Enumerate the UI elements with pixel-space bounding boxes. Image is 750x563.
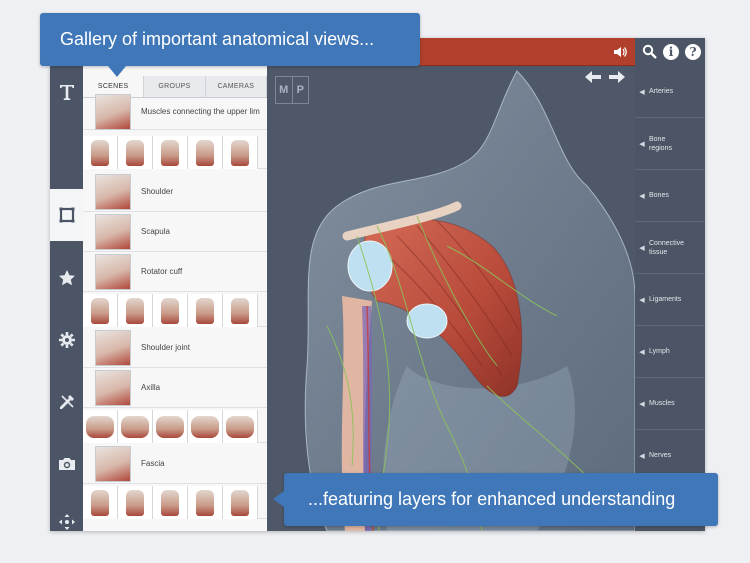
layer-label: Connective tissue <box>649 239 685 256</box>
layer-thumbnail-strip <box>83 294 267 327</box>
layer-thumbnail[interactable] <box>188 486 223 519</box>
layer-thumbnail[interactable] <box>83 486 118 519</box>
layer-bone-regions[interactable]: ◀ Bone regions <box>635 118 705 170</box>
layer-thumbnail[interactable] <box>83 136 118 169</box>
scene-label: Shoulder <box>141 187 174 196</box>
arrow-right-icon[interactable] <box>609 70 625 87</box>
scene-thumbnail <box>95 94 131 130</box>
layer-label: Arteries <box>649 88 674 95</box>
layer-label: Ligaments <box>649 296 682 303</box>
gallery-frame-icon[interactable] <box>50 189 83 241</box>
layer-thumbnail[interactable] <box>153 294 188 327</box>
layer-ligaments[interactable]: ◀ Ligaments <box>635 274 705 326</box>
scene-item[interactable]: Scapula <box>83 212 267 252</box>
anatomy-viewport[interactable]: M P <box>267 66 635 531</box>
app-window: i ? SCENES GROUPS CAMERAS <box>50 38 705 531</box>
camera-icon[interactable] <box>50 438 83 490</box>
scene-label: Axilla <box>141 383 161 392</box>
scene-thumbnail <box>95 446 131 482</box>
scene-item[interactable]: Shoulder joint <box>83 328 267 368</box>
layer-thumbnail[interactable] <box>83 410 118 443</box>
scene-label: Shoulder joint <box>141 343 190 352</box>
layer-lymph[interactable]: ◀ Lymph <box>635 326 705 378</box>
move-icon[interactable] <box>50 496 83 531</box>
chevron-left-icon: ◀ <box>639 192 645 200</box>
layer-label: Bones <box>649 192 669 199</box>
callout-layers: ...featuring layers for enhanced underst… <box>273 473 718 526</box>
chevron-left-icon: ◀ <box>639 140 645 148</box>
star-icon[interactable] <box>50 252 83 304</box>
layer-connective-tissue[interactable]: ◀ Connective tissue <box>635 222 705 274</box>
callout-gallery: Gallery of important anatomical views... <box>40 13 420 77</box>
layer-thumbnail[interactable] <box>118 486 153 519</box>
tab-groups[interactable]: GROUPS <box>144 76 206 97</box>
layer-thumbnail-strip <box>83 410 267 443</box>
gallery-panel: SCENES GROUPS CAMERAS Muscles connecting… <box>83 66 267 531</box>
dissect-tool-icon[interactable] <box>50 376 83 428</box>
scene-label: Scapula <box>141 227 170 236</box>
layer-thumbnail[interactable] <box>188 136 223 169</box>
scene-item[interactable]: Muscles connecting the upper lim <box>83 94 267 130</box>
scene-label: Fascia <box>141 459 165 468</box>
layer-label: Bone regions <box>649 135 672 152</box>
gallery-tabs: SCENES GROUPS CAMERAS <box>83 76 267 98</box>
layer-thumbnail[interactable] <box>118 136 153 169</box>
layer-thumbnail[interactable] <box>223 136 258 169</box>
layer-thumbnail[interactable] <box>223 410 258 443</box>
scene-thumbnail <box>95 330 131 366</box>
scene-thumbnail <box>95 370 131 406</box>
layer-arteries[interactable]: ◀ Arteries <box>635 66 705 118</box>
scene-item[interactable]: Rotator cuff <box>83 252 267 292</box>
tab-cameras[interactable]: CAMERAS <box>205 76 267 97</box>
layer-label: Lymph <box>649 348 670 355</box>
arrow-left-icon[interactable] <box>585 70 601 87</box>
layer-label: Nerves <box>649 452 672 459</box>
shoulder-3d-model <box>304 70 635 531</box>
scene-label: Rotator cuff <box>141 267 183 276</box>
layer-thumbnail[interactable] <box>153 486 188 519</box>
layer-thumbnail[interactable] <box>188 410 223 443</box>
scene-item[interactable]: Fascia <box>83 444 267 484</box>
tab-scenes[interactable]: SCENES <box>83 76 145 97</box>
layer-thumbnail[interactable] <box>153 136 188 169</box>
layer-thumbnail[interactable] <box>153 410 188 443</box>
gear-icon[interactable] <box>50 314 83 366</box>
scene-thumbnail <box>95 174 131 210</box>
layer-thumbnail[interactable] <box>118 410 153 443</box>
mp-logo: M P <box>275 76 309 104</box>
layer-thumbnail-strip <box>83 486 267 519</box>
help-icon[interactable]: ? <box>683 42 703 62</box>
chevron-left-icon: ◀ <box>639 452 645 460</box>
chevron-left-icon: ◀ <box>639 400 645 408</box>
logo-letter-p: P <box>296 84 304 96</box>
left-toolbar <box>50 66 83 531</box>
chevron-left-icon: ◀ <box>639 88 645 96</box>
scene-thumbnail <box>95 214 131 250</box>
scene-label: Muscles connecting the upper lim <box>141 107 260 116</box>
layer-thumbnail[interactable] <box>223 486 258 519</box>
search-icon[interactable] <box>640 42 660 62</box>
chevron-left-icon: ◀ <box>639 244 645 252</box>
info-icon[interactable]: i <box>661 42 681 62</box>
layer-muscles[interactable]: ◀ Muscles <box>635 378 705 430</box>
layers-sidebar: ◀ Arteries ◀ Bone regions ◀ Bones ◀ Conn… <box>635 66 705 531</box>
scene-thumbnail <box>95 254 131 290</box>
text-tool-icon[interactable] <box>50 66 83 118</box>
layer-bones[interactable]: ◀ Bones <box>635 170 705 222</box>
layer-thumbnail[interactable] <box>118 294 153 327</box>
chevron-left-icon: ◀ <box>639 296 645 304</box>
layer-thumbnail-strip <box>83 136 267 169</box>
layer-thumbnail[interactable] <box>188 294 223 327</box>
speaker-icon[interactable] <box>610 42 630 62</box>
layer-thumbnail[interactable] <box>223 294 258 327</box>
layer-label: Muscles <box>649 400 675 407</box>
logo-letter-m: M <box>276 77 293 103</box>
scene-item[interactable]: Shoulder <box>83 172 267 212</box>
chevron-left-icon: ◀ <box>639 348 645 356</box>
scene-item[interactable]: Axilla <box>83 368 267 408</box>
layer-thumbnail[interactable] <box>83 294 118 327</box>
